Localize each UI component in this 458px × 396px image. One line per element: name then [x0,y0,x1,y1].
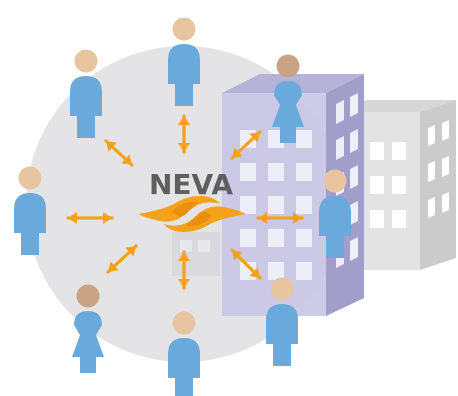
double-arrow-icon [256,212,304,224]
window [442,156,449,177]
window [350,129,358,153]
window [336,136,344,160]
swirl-logo-icon [138,196,246,232]
window [370,142,384,160]
connection-arrows [66,114,304,290]
neva-logo: NEVA [138,168,246,232]
person-icon [168,17,200,106]
window [392,142,406,160]
window [442,192,449,213]
window [240,163,256,181]
window [428,125,435,146]
window [240,229,256,247]
person-icon [14,166,46,255]
double-arrow-icon [230,130,262,160]
window [350,165,358,189]
window [296,163,312,181]
window [428,197,435,218]
window [370,210,384,228]
window [240,196,256,214]
double-arrow-icon [230,248,262,280]
person-icon [168,311,200,396]
people-group [14,17,351,396]
window [350,93,358,117]
window [268,163,284,181]
window [442,120,449,141]
double-arrow-icon [178,114,190,154]
window [296,262,312,280]
window [296,229,312,247]
window [296,130,312,148]
person-icon [70,49,102,138]
double-arrow-icon [104,139,134,167]
back-building-windows [370,120,449,228]
window [296,196,312,214]
window [392,210,406,228]
double-arrow-icon [106,244,138,274]
window [392,176,406,194]
double-arrow-icon [178,250,190,290]
front-building-windows [240,130,312,280]
person-icon [72,284,104,373]
window [268,262,284,280]
center-background-boxes [172,232,220,276]
window [336,100,344,124]
window [268,196,284,214]
person-icon [319,169,351,258]
window [268,229,284,247]
person-icon [266,277,298,366]
window [428,161,435,182]
brand-name: NEVA [149,168,233,201]
double-arrow-icon [66,212,114,224]
window [350,201,358,225]
person-icon [272,54,304,143]
window [350,237,358,261]
window [370,176,384,194]
